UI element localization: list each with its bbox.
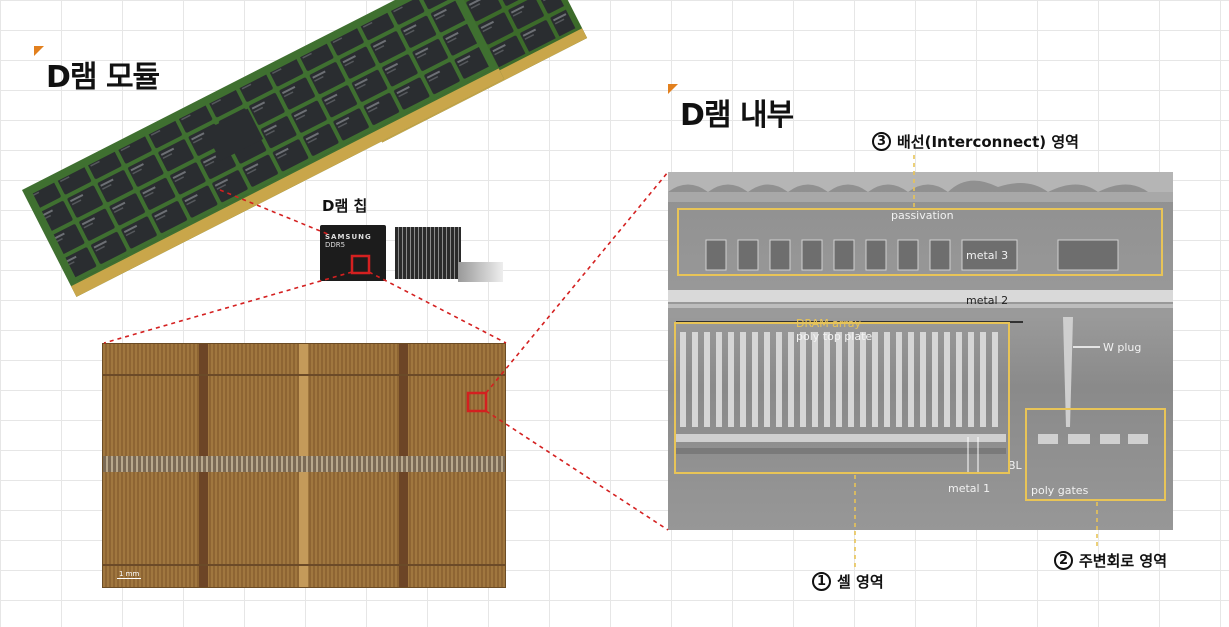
die-horizontal-band [103,564,505,566]
title-accent-mark [34,46,44,56]
cell-region-label: 1 셀 영역 [812,571,884,592]
sem-label-metal2: metal 2 [966,294,1009,307]
dram-die-photo: 1 mm [102,343,506,588]
sem-label-metal3: metal 3 [966,249,1009,262]
sem-structures [668,172,1173,472]
cell-region-text: 셀 영역 [837,573,884,591]
title-accent-mark [668,84,678,94]
region-number-2: 2 [1054,551,1073,570]
dram-module-front [22,0,505,297]
die-scale-bar: 1 mm [117,570,142,579]
sem-label-metal1: metal 1 [948,482,991,495]
module-title-text: D램 모듈 [46,60,160,95]
die-horizontal-band [103,374,505,376]
cell-region-box [674,322,1010,474]
dram-chip-back [395,227,461,279]
sem-cross-section: passivation metal 3 metal 2 DRAM array p… [668,172,1173,530]
interconnect-region-label: 3 배선(Interconnect) 영역 [872,131,1079,152]
interconnect-region-text: 배선(Interconnect) 영역 [897,133,1079,151]
inside-title-text: D램 내부 [680,98,794,133]
sem-label-poly-gates: poly gates [1031,484,1089,497]
peripheral-region-label: 2 주변회로 영역 [1054,550,1167,571]
die-horizontal-band [103,456,505,472]
region-number-1: 1 [812,572,831,591]
chip-shadow [458,262,503,282]
sem-label-poly-top-plate: poly top plate [796,330,873,343]
sem-label-passivation: passivation [891,209,954,222]
module-title: D램 모듈 [34,46,160,96]
peripheral-region-text: 주변회로 영역 [1079,552,1168,570]
dram-chip-label: D램 칩 [322,197,368,215]
sem-label-bl: BL [1008,459,1022,472]
interconnect-region-box [677,208,1163,276]
region-number-3: 3 [872,132,891,151]
inside-title: D램 내부 [668,84,794,134]
chip-brand: SAMSUNG [325,233,372,241]
peripheral-region-box [1025,408,1166,501]
sem-label-w-plug: W plug [1103,341,1142,354]
chip-model: DDR5 [325,241,346,249]
